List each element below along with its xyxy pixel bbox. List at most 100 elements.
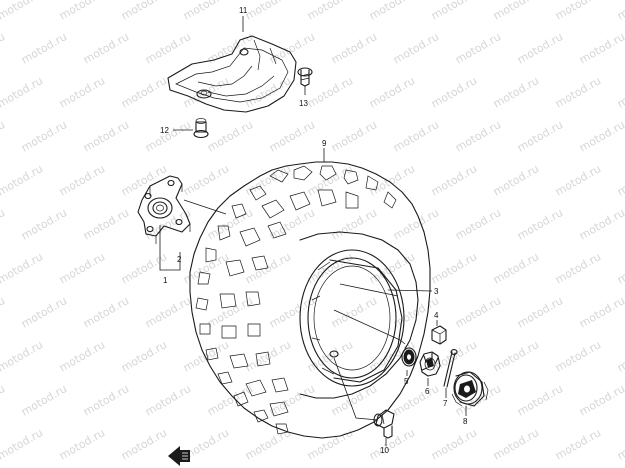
watermark-text: motod.ru — [429, 162, 479, 198]
watermark-text: motod.ru — [119, 74, 169, 110]
watermark-text: motod.ru — [143, 294, 193, 330]
watermark-text: motod.ru — [577, 206, 625, 242]
watermark-text: motod.ru — [491, 426, 541, 462]
watermark-text: motod.ru — [305, 162, 355, 198]
watermark-text: motod.ru — [57, 426, 107, 462]
watermark-text: motod.ru — [267, 30, 317, 66]
bolt-13 — [297, 67, 313, 87]
watermark-text: motod.ru — [143, 382, 193, 418]
watermark-text: motod.ru — [0, 426, 45, 462]
watermark-text: motod.ru — [19, 118, 69, 154]
callout-5: 5 — [404, 377, 409, 386]
watermark-text: motod.ru — [515, 382, 565, 418]
watermark-text: motod.ru — [81, 206, 131, 242]
watermark-text: motod.ru — [143, 206, 193, 242]
watermark-text: motod.ru — [81, 30, 131, 66]
watermark-text: motod.ru — [515, 294, 565, 330]
watermark-text: motod.ru — [615, 338, 625, 374]
watermark-text: motod.ru — [329, 294, 379, 330]
watermark-text: motod.ru — [515, 206, 565, 242]
callout-10: 10 — [380, 446, 389, 455]
watermark-text: motod.ru — [57, 74, 107, 110]
watermark-text: motod.ru — [0, 338, 45, 374]
tire — [189, 161, 431, 439]
watermark-text: motod.ru — [491, 338, 541, 374]
callout-9: 9 — [322, 139, 327, 148]
watermark-text: motod.ru — [0, 294, 7, 330]
callout-1: 1 — [163, 276, 168, 285]
watermark-text: motod.ru — [453, 294, 503, 330]
watermark-text: motod.ru — [0, 162, 45, 198]
callout-7: 7 — [443, 399, 448, 408]
watermark-text: motod.ru — [243, 338, 293, 374]
watermark-text: motod.ru — [119, 426, 169, 462]
watermark-text: motod.ru — [181, 162, 231, 198]
watermark-text: motod.ru — [0, 118, 7, 154]
watermark-text: motod.ru — [615, 426, 625, 462]
wheel-rim — [299, 249, 405, 387]
watermark-text: motod.ru — [243, 162, 293, 198]
watermark-text: motod.ru — [577, 294, 625, 330]
watermark-text: motod.ru — [305, 0, 355, 23]
watermark-text: motod.ru — [0, 30, 7, 66]
watermark-text: motod.ru — [0, 206, 7, 242]
wheel-hub — [137, 175, 191, 244]
watermark-text: motod.ru — [367, 0, 417, 23]
callout-13: 13 — [299, 99, 308, 108]
callout-6: 6 — [425, 387, 430, 396]
watermark-text: motod.ru — [429, 426, 479, 462]
watermark-text: motod.ru — [81, 118, 131, 154]
watermark-text: motod.ru — [57, 338, 107, 374]
callout-2: 2 — [177, 255, 182, 264]
watermark-text: motod.ru — [181, 338, 231, 374]
watermark-text: motod.ru — [429, 0, 479, 23]
watermark-text: motod.ru — [367, 162, 417, 198]
watermark-text: motod.ru — [181, 0, 231, 23]
watermark-text: motod.ru — [181, 74, 231, 110]
watermark-text: motod.ru — [19, 206, 69, 242]
watermark-text: motod.ru — [367, 250, 417, 286]
watermark-text: motod.ru — [267, 118, 317, 154]
watermark-text: motod.ru — [515, 118, 565, 154]
leader-lines — [159, 16, 467, 446]
bolt-12 — [193, 118, 209, 139]
watermark-text: motod.ru — [391, 30, 441, 66]
castle-nut — [419, 351, 441, 377]
cotter-pin — [443, 349, 458, 388]
watermark-text: motod.ru — [453, 118, 503, 154]
watermark-text: motod.ru — [429, 74, 479, 110]
watermark-text: motod.ru — [81, 294, 131, 330]
watermark-text: motod.ru — [553, 250, 603, 286]
hub-cap — [451, 371, 489, 407]
watermark-text: motod.ru — [205, 118, 255, 154]
watermark-text: motod.ru — [515, 30, 565, 66]
watermark-text: motod.ru — [615, 74, 625, 110]
watermark-text: motod.ru — [429, 250, 479, 286]
callout-labels: 11 13 12 9 2 1 3 4 5 6 7 8 10 — [160, 6, 468, 455]
watermark-text: motod.ru — [119, 0, 169, 23]
watermark-text: motod.ru — [577, 118, 625, 154]
watermark-text: motod.ru — [0, 74, 45, 110]
watermark-text: motod.ru — [491, 0, 541, 23]
watermark-text: motod.ru — [553, 0, 603, 23]
watermark-text: motod.ru — [205, 206, 255, 242]
watermark-text: motod.ru — [143, 30, 193, 66]
watermark-text: motod.ru — [329, 30, 379, 66]
watermark-text: motod.ru — [305, 426, 355, 462]
watermark-text: motod.ru — [0, 250, 45, 286]
watermark-text: motod.ru — [615, 162, 625, 198]
watermark-text: motod.ru — [391, 382, 441, 418]
watermark-text: motod.ru — [57, 162, 107, 198]
watermark-text: motod.ru — [143, 118, 193, 154]
watermark-text: motod.ru — [19, 30, 69, 66]
watermark-text: motod.ru — [615, 0, 625, 23]
skid-plate — [167, 35, 297, 113]
watermark-text: motod.ru — [57, 250, 107, 286]
watermark-text: motod.ru — [491, 74, 541, 110]
callout-12: 12 — [160, 126, 169, 135]
watermark-text: motod.ru — [391, 118, 441, 154]
watermark-text: motod.ru — [119, 338, 169, 374]
